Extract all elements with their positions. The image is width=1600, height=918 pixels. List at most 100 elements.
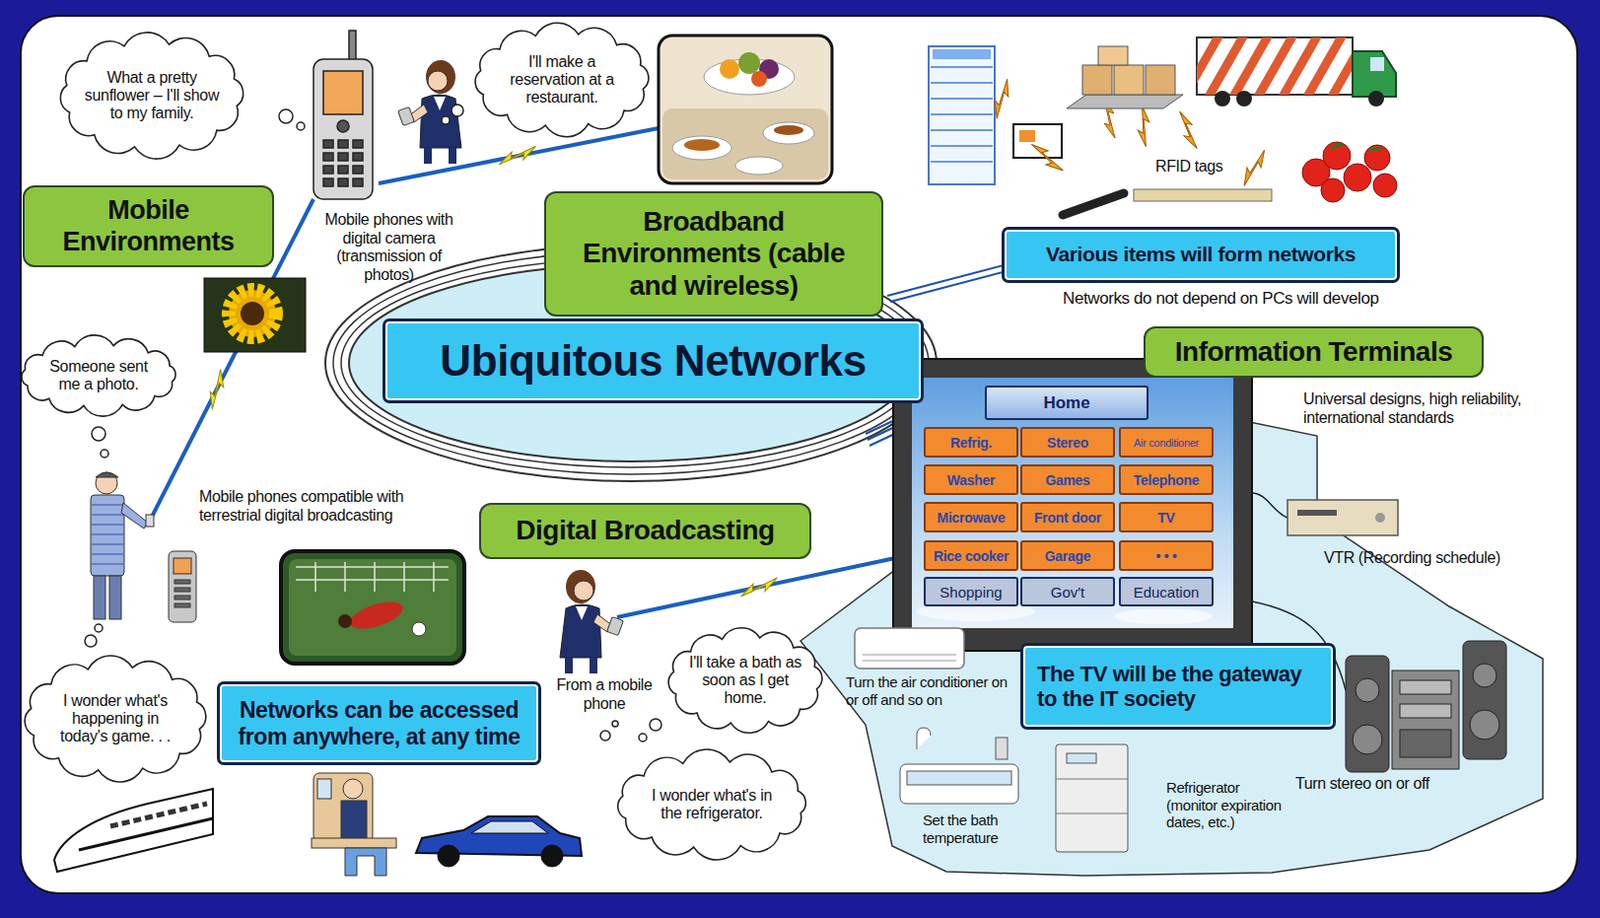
text-group: Ubiquitous Networks	[399, 336, 907, 387]
text-group: Education	[1122, 583, 1210, 601]
soccer-photo	[280, 551, 465, 664]
tv-phone	[168, 551, 197, 623]
stereo-part	[1345, 655, 1390, 772]
text-group: Front door	[1024, 509, 1112, 526]
display-fridge	[928, 46, 995, 185]
soccer-photo-part	[280, 551, 465, 664]
seated-passenger-part	[341, 800, 367, 838]
thought-trail-part	[91, 426, 106, 441]
wireless-links-part	[496, 145, 538, 164]
restaurant-photo-part	[738, 52, 761, 74]
pallet-boxes-part	[1082, 65, 1113, 95]
node-text: • • •	[1122, 548, 1210, 564]
camera-phone-part	[352, 178, 363, 187]
restaurant-photo	[658, 35, 833, 184]
refrigerator-part	[1066, 753, 1097, 764]
cloud-outline	[618, 749, 807, 860]
soccer-photo-part	[338, 614, 352, 628]
thought-trail-part	[84, 634, 97, 647]
tomatoes-part	[1373, 173, 1397, 198]
thought-cloud: What a pretty sunflower – I'll show to m…	[53, 31, 251, 160]
tv-set-part	[1113, 608, 1213, 625]
man-figure-part	[95, 472, 118, 494]
man-figure-part	[109, 575, 122, 620]
link-lines-part	[890, 270, 1011, 302]
node-text: Front door	[1024, 509, 1112, 526]
node-text: Refrig.	[927, 434, 1015, 451]
sunflower-photo-part	[204, 278, 306, 352]
pallet-boxes	[1066, 46, 1183, 109]
seated-passenger-part	[343, 778, 363, 799]
thought-trail-part	[600, 730, 611, 741]
stereo-part	[1469, 709, 1500, 740]
camera-phone-part	[323, 152, 334, 161]
rfid-signals-part	[1236, 149, 1272, 186]
text-group: I'll take a bath as soon as I get home.	[686, 653, 805, 707]
car-part	[541, 844, 563, 867]
car	[416, 816, 582, 867]
menu-button: Front door	[1020, 501, 1115, 533]
text-group: I wonder what's happening in today's gam…	[47, 692, 184, 746]
node-text: Home	[988, 393, 1145, 414]
stereo-part	[1352, 724, 1383, 755]
text-group: Information Terminals	[1155, 336, 1472, 368]
menu-button: Refrig.	[923, 426, 1019, 458]
menu-button: Stereo	[1020, 426, 1115, 458]
text-group: TV	[1122, 509, 1210, 526]
wireless-links-part	[203, 368, 231, 410]
soccer-photo-part	[295, 561, 449, 592]
camera-phone-part	[352, 165, 363, 174]
camera-phone	[313, 30, 373, 200]
thought-trail-part	[94, 624, 103, 632]
device-wires-part	[1252, 492, 1288, 518]
category-label: Broadband Environments (cable and wirele…	[544, 191, 884, 317]
man-figure-part	[91, 504, 124, 564]
category-label: Information Terminals	[1143, 326, 1484, 378]
camera-phone-part	[337, 120, 349, 133]
menu-button: Washer	[923, 464, 1019, 495]
node-text: Ubiquitous Networks	[399, 336, 907, 387]
text-group: Air conditioner	[1122, 436, 1210, 449]
node-text: Various items will form networks	[1018, 242, 1384, 267]
rfid-tags-part	[1062, 193, 1124, 215]
train-part	[78, 818, 213, 850]
truck	[1182, 29, 1396, 107]
sunflower-photo-part	[240, 301, 265, 326]
vtr-part	[1287, 499, 1398, 536]
thought-trail-part	[612, 720, 619, 727]
stereo-part	[1391, 670, 1460, 769]
sunflower-photo	[204, 278, 306, 352]
bathtub-part	[900, 764, 1019, 804]
node-text: The TV will be the gateway to the IT soc…	[1037, 661, 1320, 712]
text-group: Home	[988, 393, 1145, 414]
node-text: Networks can be accessed from anywhere, …	[233, 696, 525, 750]
tv-phone-part	[174, 603, 191, 608]
car-part	[471, 821, 549, 834]
camera-phone-part	[323, 70, 363, 115]
wireless-links-part	[617, 557, 896, 618]
annotation-label: Networks do not depend on PCs will devel…	[1062, 288, 1418, 309]
vtr-part	[1297, 509, 1337, 516]
annotation-label: Mobile phones with digital camera (trans…	[317, 210, 461, 285]
tv-set-part	[893, 358, 1253, 651]
thought-cloud: I'll take a bath as soon as I get home.	[660, 625, 831, 736]
truck-part	[1352, 51, 1396, 97]
theme-box: The TV will be the gateway to the IT soc…	[1020, 642, 1336, 730]
camera-phone-part	[323, 165, 334, 174]
bathtub-part	[995, 737, 1008, 760]
annotation-label: VTR (Recording schedule)	[1323, 549, 1522, 568]
node-text: Air conditioner	[1122, 436, 1210, 449]
text-group: Networks can be accessed from anywhere, …	[233, 696, 525, 750]
stereo-part	[1355, 678, 1380, 702]
tv-phone-part	[174, 595, 191, 600]
tomatoes-part	[1330, 143, 1383, 150]
menu-button: Games	[1020, 464, 1115, 495]
node-text: I wonder what's in the refrigerator.	[639, 786, 784, 823]
node-text: Garage	[1024, 548, 1112, 564]
tv-phone-part	[168, 551, 197, 623]
text-group: Mobile Environments	[34, 195, 263, 257]
display-fridge-part	[930, 67, 993, 162]
menu-button: Air conditioner	[1118, 426, 1214, 458]
man-figure-part	[93, 575, 106, 620]
